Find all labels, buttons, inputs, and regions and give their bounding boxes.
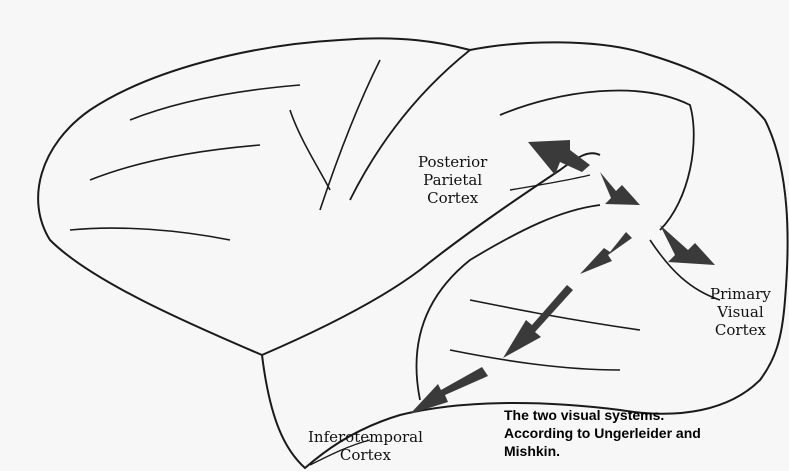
- caption-line-1: The two visual systems.: [504, 406, 701, 424]
- primary-visual-line-3: Cortex: [710, 321, 771, 339]
- caption-line-2: According to Ungerleider and: [504, 424, 701, 442]
- ventral-arrow-1: [580, 232, 632, 274]
- caption-line-3: Mishkin.: [504, 442, 701, 460]
- ventral-arrow-2: [503, 285, 573, 358]
- posterior-parietal-label: Posterior Parietal Cortex: [418, 153, 487, 207]
- inferotemporal-line-1: Inferotemporal: [308, 428, 423, 446]
- frontal-sulcus-3: [130, 85, 300, 120]
- posterior-parietal-line-1: Posterior: [418, 153, 487, 171]
- parietal-sulcus: [500, 91, 694, 230]
- frontal-sulcus-1: [70, 228, 230, 240]
- dorsal-arrow-1: [660, 225, 715, 265]
- posterior-parietal-line-2: Parietal: [418, 171, 487, 189]
- primary-visual-label: Primary Visual Cortex: [710, 285, 771, 339]
- posterior-parietal-line-3: Cortex: [418, 189, 487, 207]
- inferior-temporal-sulcus: [450, 350, 620, 370]
- frontal-sulcus-2: [90, 145, 260, 180]
- dorsal-arrow-2: [600, 172, 640, 205]
- primary-visual-line-1: Primary: [710, 285, 771, 303]
- inferotemporal-line-2: Cortex: [308, 446, 423, 464]
- inferotemporal-label: Inferotemporal Cortex: [308, 428, 423, 464]
- occipital-sulcus: [417, 205, 600, 400]
- arcuate-sulcus: [290, 110, 330, 190]
- figure-caption: The two visual systems. According to Ung…: [504, 406, 701, 460]
- primary-visual-line-2: Visual: [710, 303, 771, 321]
